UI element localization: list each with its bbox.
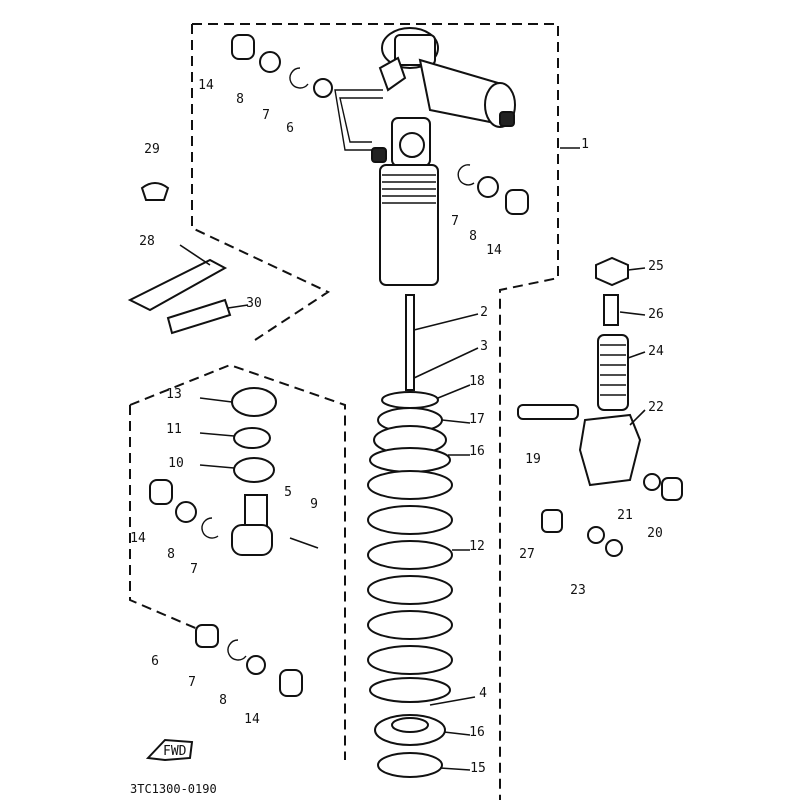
callout-c-20: 20 <box>647 526 663 541</box>
callout-c-29: 29 <box>144 142 160 157</box>
callout-c-22: 22 <box>648 400 664 415</box>
shock-assembly-boundary <box>191 23 559 800</box>
spring-seat-stack <box>369 391 451 473</box>
fwd-label: FWD <box>163 744 187 759</box>
right-linkage-parts <box>517 256 683 557</box>
callout-c-14b: 14 <box>486 243 502 258</box>
callout-c-14a: 14 <box>198 78 214 93</box>
callout-c-4: 4 <box>479 686 487 701</box>
callout-c-16a: 16 <box>469 444 485 459</box>
callout-c-13: 13 <box>166 387 182 402</box>
callout-c-1: 1 <box>581 137 589 152</box>
callout-c-7d: 7 <box>188 675 196 690</box>
callout-labels: 1234566777788889101112131414141415161617… <box>130 78 664 776</box>
callout-c-12: 12 <box>469 539 485 554</box>
callout-c-26: 26 <box>648 307 664 322</box>
fwd-arrow: FWD <box>145 738 194 762</box>
callout-c-5: 5 <box>284 485 292 500</box>
lower-left-parts <box>149 387 319 697</box>
callout-c-8c: 8 <box>167 547 175 562</box>
callout-c-28: 28 <box>139 234 155 249</box>
callout-c-16b: 16 <box>469 725 485 740</box>
callout-c-27: 27 <box>519 547 535 562</box>
callout-c-6b: 6 <box>151 654 159 669</box>
upper-bushings <box>231 34 529 215</box>
callout-c-7b: 7 <box>451 214 459 229</box>
callout-c-21: 21 <box>617 508 633 523</box>
callout-c-24: 24 <box>648 344 664 359</box>
callout-c-8a: 8 <box>236 92 244 107</box>
callout-c-11: 11 <box>166 422 182 437</box>
callout-c-23: 23 <box>570 583 586 598</box>
lower-group-boundary <box>129 363 346 760</box>
drawing-code: 3TC1300-0190 <box>130 782 217 796</box>
rod-part <box>405 294 415 391</box>
callout-c-7c: 7 <box>190 562 198 577</box>
callout-c-15: 15 <box>470 761 486 776</box>
callout-c-30: 30 <box>246 296 262 311</box>
cap-part <box>140 182 170 201</box>
callout-c-19: 19 <box>525 452 541 467</box>
lower-seat-stack <box>374 714 446 778</box>
callout-c-7a: 7 <box>262 108 270 123</box>
callout-c-3: 3 <box>480 339 488 354</box>
strap-part <box>127 258 228 312</box>
callout-c-14d: 14 <box>244 712 260 727</box>
leader-lines <box>179 147 646 771</box>
callout-c-25: 25 <box>648 259 664 274</box>
callout-c-10: 10 <box>168 456 184 471</box>
reservoir-part <box>334 27 516 151</box>
callout-c-8d: 8 <box>219 693 227 708</box>
callout-c-2: 2 <box>480 305 488 320</box>
callout-c-14c: 14 <box>130 531 146 546</box>
callout-c-8b: 8 <box>469 229 477 244</box>
pad-part <box>166 298 232 335</box>
spring-part <box>367 470 453 703</box>
callout-c-18: 18 <box>469 374 485 389</box>
callout-c-6a: 6 <box>286 121 294 136</box>
callout-c-17: 17 <box>469 412 485 427</box>
callout-c-9: 9 <box>310 497 318 512</box>
shock-body-part <box>371 117 439 286</box>
